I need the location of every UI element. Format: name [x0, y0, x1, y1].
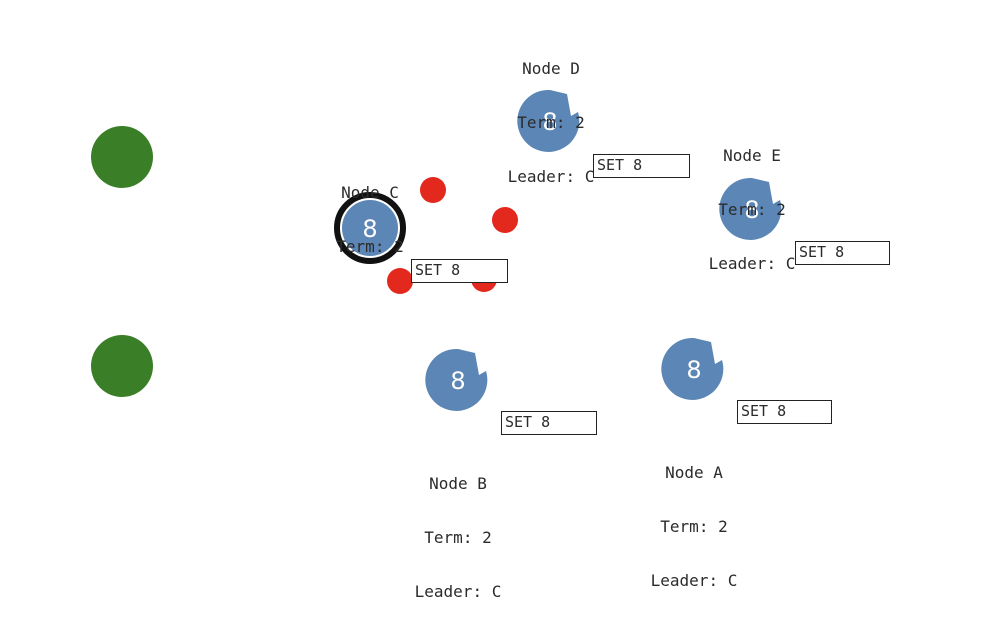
client-node-2[interactable]: [91, 335, 153, 397]
node-a-log-entry[interactable]: SET 8: [737, 400, 832, 424]
message-dot-3: [387, 268, 413, 294]
message-dot-1: [420, 177, 446, 203]
node-b-label: Node B Term: 2 Leader: C: [397, 439, 519, 619]
node-b-server[interactable]: 8: [425, 348, 488, 411]
message-dot-2: [492, 207, 518, 233]
node-b-value: 8: [450, 367, 465, 395]
node-d-server[interactable]: 8: [517, 89, 580, 152]
node-c-log-entry[interactable]: SET 8: [411, 259, 508, 283]
node-d-value: 8: [542, 108, 557, 136]
node-c-server[interactable]: 8: [334, 192, 406, 264]
node-b-log-entry[interactable]: SET 8: [501, 411, 597, 435]
node-a-term: Term: 2: [660, 517, 728, 536]
node-a-server[interactable]: 8: [661, 337, 724, 400]
node-e-name: Node E: [723, 146, 781, 165]
node-a-label: Node A Term: 2 Leader: C: [633, 428, 755, 608]
node-a-leader: Leader: C: [650, 571, 738, 590]
client-node-1[interactable]: [91, 126, 153, 188]
node-d-log-entry[interactable]: SET 8: [593, 154, 690, 178]
node-d-name: Node D: [522, 59, 580, 78]
cluster-diagram: 8 8 8 8 8: [91, 89, 782, 411]
node-c-value: 8: [362, 215, 377, 243]
node-e-term: Term: 2: [718, 200, 786, 219]
node-a-value: 8: [686, 356, 701, 384]
node-d-leader: Leader: C: [507, 167, 595, 186]
node-b-name: Node B: [429, 474, 487, 493]
node-c-term: Term: 2: [336, 237, 404, 256]
node-e-value: 8: [744, 196, 759, 224]
node-c-label: Node C Term: 2: [318, 148, 422, 274]
node-e-server[interactable]: 8: [719, 177, 782, 240]
node-e-leader: Leader: C: [708, 254, 796, 273]
node-d-term: Term: 2: [517, 113, 585, 132]
node-d-label: Node D Term: 2 Leader: C: [490, 24, 612, 204]
node-b-term: Term: 2: [424, 528, 492, 547]
node-b-leader: Leader: C: [414, 582, 502, 601]
node-c-name: Node C: [341, 183, 399, 202]
node-e-label: Node E Term: 2 Leader: C: [691, 111, 813, 291]
node-e-log-entry[interactable]: SET 8: [795, 241, 890, 265]
node-a-name: Node A: [665, 463, 723, 482]
